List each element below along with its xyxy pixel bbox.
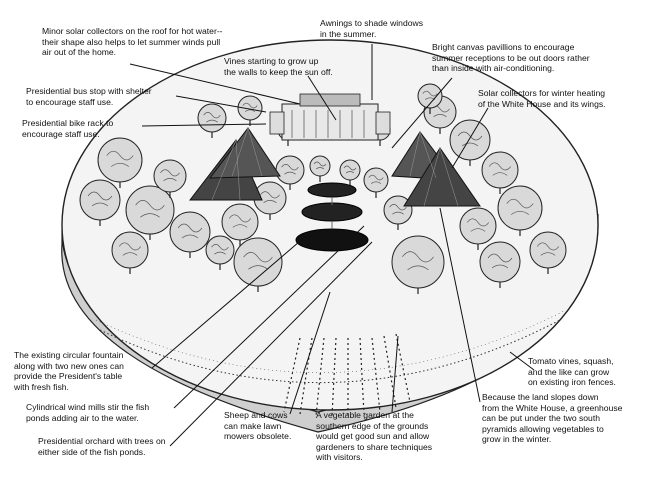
leader-line (289, 291, 331, 415)
tree (459, 207, 497, 250)
tree (237, 95, 263, 126)
leader-line (175, 95, 267, 113)
tree (79, 179, 121, 226)
left-pyramids (188, 127, 281, 201)
leader-line (439, 207, 481, 403)
tree (97, 137, 143, 188)
label-solar-roof: Minor solar collectors on the roof for h… (42, 26, 223, 58)
label-vines: Vines starting to grow up the walls to k… (224, 56, 333, 77)
tree (529, 231, 567, 274)
fish-ponds (295, 182, 369, 252)
vegetable-garden-rows (283, 333, 411, 417)
label-canvas-pavilions: Bright canvas pavillions to encourage su… (432, 42, 590, 74)
tree (417, 83, 443, 114)
tree (449, 119, 491, 166)
tree (111, 231, 149, 274)
label-awnings: Awnings to shade windows in the summer. (320, 18, 424, 39)
leader-line (151, 235, 307, 369)
tree (497, 185, 543, 236)
label-orchard: Presidential orchard with trees on eithe… (38, 436, 166, 457)
tree (481, 151, 519, 194)
leader-line (173, 225, 365, 409)
label-garden: A vegetable garden at the southern edge … (316, 410, 433, 463)
label-bike-rack: Presidential bike rack to encourage staf… (22, 118, 114, 139)
leader-line (391, 335, 399, 413)
tree (125, 185, 175, 240)
tree (479, 241, 521, 288)
tree (339, 159, 361, 186)
right-pyramids (391, 131, 481, 207)
iron-fence (99, 319, 561, 384)
label-bus-stop: Presidential bus stop with shelter to en… (26, 86, 152, 107)
tree (205, 235, 235, 270)
annotation-leader-lines (129, 44, 535, 447)
leader-line (307, 75, 337, 121)
tree (309, 155, 331, 182)
tree (169, 211, 211, 258)
label-tomato: Tomato vines, squash, and the like can g… (528, 356, 616, 388)
leader-line (169, 241, 373, 447)
tree (363, 167, 389, 198)
tree (383, 195, 413, 230)
label-sheep: Sheep and cows can make lawn mowers obso… (224, 410, 292, 442)
leader-line (141, 123, 267, 127)
tree (391, 235, 445, 294)
label-solar-winter: Solar collectors for winter heating of t… (478, 88, 606, 109)
tree (221, 203, 259, 246)
label-wind-mills: Cylindrical wind mills stir the fish pon… (26, 402, 150, 423)
tree (153, 159, 187, 198)
leader-line (451, 107, 489, 169)
label-fountain: The existing circular fountain along wit… (14, 350, 124, 392)
leader-line (129, 63, 301, 105)
tree (233, 237, 283, 292)
leader-line (391, 77, 453, 149)
label-greenhouse: Because the land slopes down from the Wh… (482, 392, 623, 445)
leader-line (509, 351, 535, 371)
